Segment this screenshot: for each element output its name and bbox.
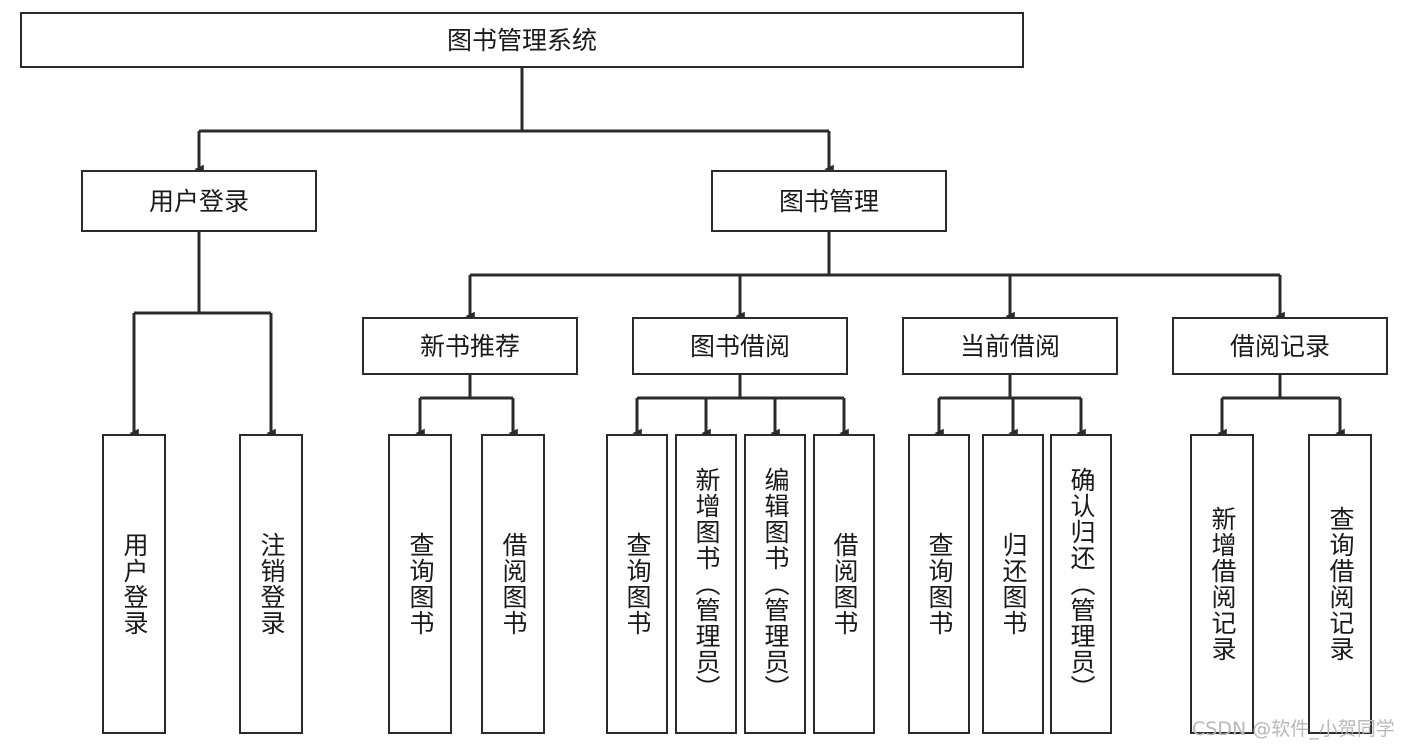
node-leaf-user-logout[interactable]: 注销登录	[239, 434, 303, 734]
node-leaf-add-record[interactable]: 新增借阅记录	[1190, 434, 1254, 734]
node-label-book-manage: 图书管理	[778, 186, 879, 216]
node-label-leaf-add-book: 新增图书（管理员）	[692, 467, 721, 701]
node-label-new-book-rec: 新书推荐	[419, 331, 520, 361]
node-label-leaf-query-book-cb: 查询图书	[925, 532, 954, 636]
node-book-manage[interactable]: 图书管理	[711, 170, 947, 232]
node-label-leaf-query-book-bb: 查询图书	[623, 532, 652, 636]
node-label-user-login: 用户登录	[148, 186, 249, 216]
node-leaf-query-book-bb[interactable]: 查询图书	[606, 434, 668, 734]
node-label-leaf-user-login: 用户登录	[120, 532, 149, 636]
node-new-book-rec[interactable]: 新书推荐	[362, 317, 578, 375]
node-label-current-borrow: 当前借阅	[959, 331, 1060, 361]
node-leaf-query-book-cb[interactable]: 查询图书	[908, 434, 970, 734]
node-label-borrow-record: 借阅记录	[1229, 331, 1330, 361]
node-label-leaf-query-record: 查询借阅记录	[1326, 506, 1355, 662]
node-label-leaf-confirm-return: 确认归还（管理员）	[1067, 467, 1096, 701]
node-label-leaf-edit-book: 编辑图书（管理员）	[761, 467, 790, 701]
node-leaf-confirm-return[interactable]: 确认归还（管理员）	[1050, 434, 1112, 734]
node-label-leaf-borrow-book-rec: 借阅图书	[499, 532, 528, 636]
node-book-borrow[interactable]: 图书借阅	[632, 317, 848, 375]
node-leaf-edit-book[interactable]: 编辑图书（管理员）	[744, 434, 806, 734]
node-leaf-add-book[interactable]: 新增图书（管理员）	[675, 434, 737, 734]
node-label-leaf-user-logout: 注销登录	[257, 532, 286, 636]
node-leaf-borrow-book-rec[interactable]: 借阅图书	[481, 434, 545, 734]
node-label-leaf-add-record: 新增借阅记录	[1208, 506, 1237, 662]
node-label-root: 图书管理系统	[446, 25, 597, 55]
node-borrow-record[interactable]: 借阅记录	[1172, 317, 1388, 375]
node-leaf-return-book[interactable]: 归还图书	[982, 434, 1044, 734]
node-leaf-query-book-rec[interactable]: 查询图书	[388, 434, 452, 734]
node-current-borrow[interactable]: 当前借阅	[902, 317, 1118, 375]
node-user-login[interactable]: 用户登录	[81, 170, 317, 232]
node-leaf-borrow-book-bb[interactable]: 借阅图书	[813, 434, 875, 734]
node-label-leaf-query-book-rec: 查询图书	[406, 532, 435, 636]
node-label-book-borrow: 图书借阅	[689, 331, 790, 361]
node-leaf-query-record[interactable]: 查询借阅记录	[1308, 434, 1372, 734]
node-leaf-user-login[interactable]: 用户登录	[102, 434, 166, 734]
node-label-leaf-return-book: 归还图书	[999, 532, 1028, 636]
node-label-leaf-borrow-book-bb: 借阅图书	[830, 532, 859, 636]
node-root[interactable]: 图书管理系统	[20, 12, 1024, 68]
